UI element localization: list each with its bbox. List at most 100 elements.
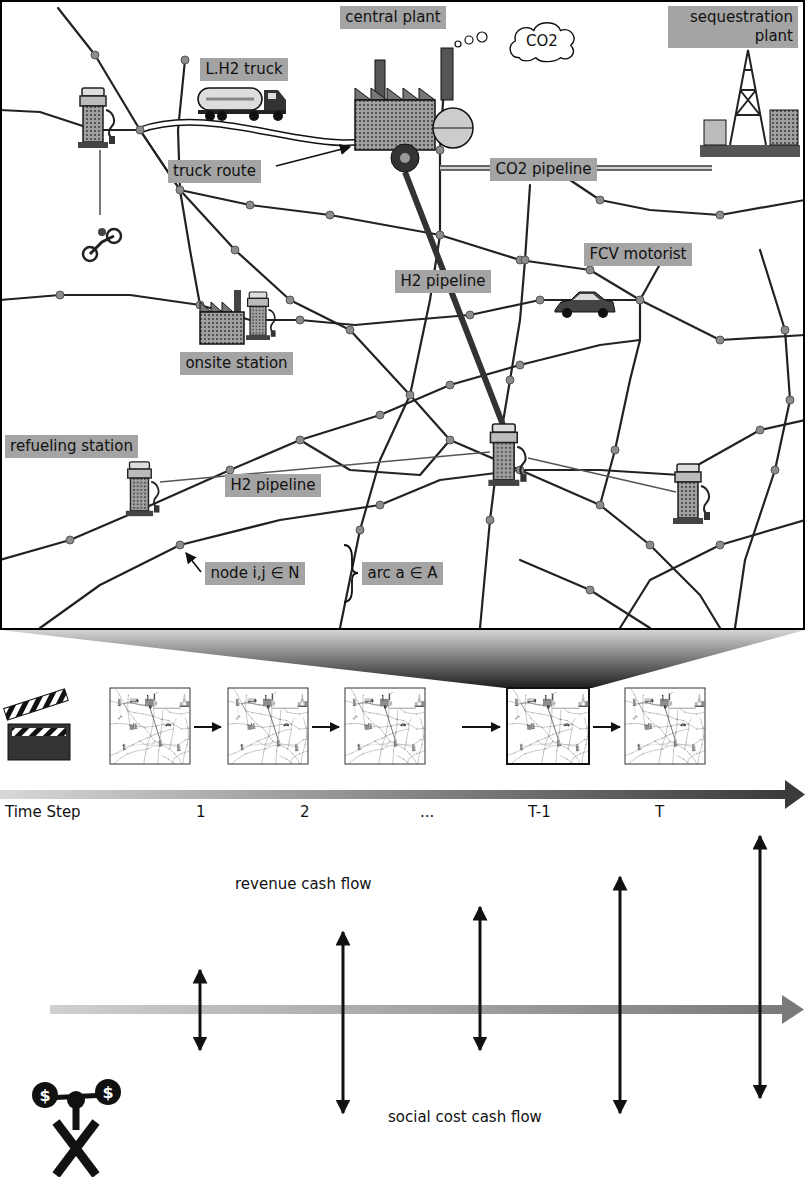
road-node-dot [756, 426, 764, 434]
road [58, 8, 720, 628]
central-plant-icon [355, 88, 435, 100]
h2-pipeline [99, 150, 101, 215]
refueling-pump-icon [488, 424, 526, 486]
sequestration-rig-icon [770, 110, 798, 145]
h2-main-pipeline [405, 172, 503, 425]
road-node-dot [91, 51, 99, 59]
step-number: 1 [196, 803, 206, 822]
road-node-dot [586, 586, 594, 594]
road-node-dot [66, 536, 74, 544]
road-node-dot [536, 296, 544, 304]
cash-axis [782, 995, 804, 1024]
label-text: refueling station [10, 437, 133, 456]
map-label: onsite station [180, 352, 293, 375]
map-label: H2 pipeline [395, 270, 491, 293]
lh2-truck-icon [264, 90, 286, 110]
h2-pipeline [100, 150, 676, 492]
cash-flow-arrow [619, 877, 622, 1113]
map-label: CO2 pipeline [490, 158, 597, 181]
truck-route-road [140, 122, 372, 143]
map-label: truck route [168, 160, 261, 183]
onsite-station-icon [234, 290, 241, 312]
refueling-pump-icon [673, 464, 710, 524]
road-node-dot [286, 296, 294, 304]
step-arrow [194, 726, 221, 728]
sequestration-rig-icon [700, 145, 800, 157]
investor-figure [32, 1079, 121, 1175]
road-node-dot [716, 211, 724, 219]
road-node-dot [226, 466, 234, 474]
investor-figure [32, 1082, 58, 1108]
road-node-dot [446, 381, 454, 389]
truck-route-road [140, 122, 372, 143]
road-node-dot [356, 526, 364, 534]
flow-label: social cost cash flow [388, 1108, 542, 1127]
cash-axis [50, 1005, 785, 1014]
road-node-dot [176, 186, 184, 194]
cash-flow-arrow [759, 836, 762, 1098]
road-node-dot [771, 466, 779, 474]
central-plant-icon [441, 48, 453, 100]
label-text: central plant [345, 8, 440, 27]
road-node-dot [436, 231, 444, 239]
fcv-car-icon [555, 292, 615, 318]
map-label: L.H2 truck [200, 58, 288, 81]
map-label: refueling station [5, 435, 138, 458]
smoke-puff [455, 41, 461, 47]
refueling-pump-icon [126, 462, 160, 516]
time-step-thumbnail [228, 688, 308, 764]
motorcycle-icon [90, 236, 114, 254]
refueling-pump-icon [246, 292, 276, 340]
onsite-station-icon [200, 302, 233, 312]
time-step-thumbnail [345, 688, 425, 764]
road-node-dot [181, 56, 189, 64]
smoke-puff [455, 32, 487, 47]
central-plant-icon [355, 100, 435, 150]
road [600, 255, 665, 505]
fcv-car-icon [573, 294, 600, 300]
clapperboard-icon [12, 728, 66, 736]
label-text: CO2 [526, 32, 558, 51]
road-node-dot [586, 266, 594, 274]
map-label: H2 pipeline [225, 474, 321, 497]
road-node-dot [781, 326, 789, 334]
lh2-truck-icon [273, 111, 283, 121]
step-number: 2 [300, 803, 310, 822]
onsite-station-icon [200, 312, 244, 344]
road [620, 520, 805, 628]
step-arrow [593, 726, 620, 728]
time-axis [0, 790, 788, 799]
label-text: truck route [173, 162, 256, 181]
cash-flow-arrow [199, 970, 202, 1050]
investor-figure [73, 1108, 80, 1130]
motorcycle-icon [98, 228, 106, 236]
investor-figure [95, 1079, 121, 1105]
central-plant-icon [355, 48, 473, 172]
axis-label: Time Step [5, 803, 81, 822]
road-node-dot [246, 201, 254, 209]
road [520, 560, 650, 628]
central-plant-icon [400, 153, 410, 163]
clapperboard-icon [4, 689, 70, 760]
label-text: node i,j ∈ N [210, 564, 299, 583]
dollar-sign: $ [39, 1086, 50, 1105]
label-text: CO2 pipeline [495, 160, 591, 179]
step-arrow [312, 726, 339, 728]
central-plant-icon [433, 128, 473, 129]
road-node-dot [596, 501, 604, 509]
road-node-dot [296, 316, 304, 324]
time-step-thumbnail [345, 689, 425, 764]
road [0, 340, 640, 560]
label-text: FCV motorist [589, 245, 686, 264]
road-node-dot [466, 311, 474, 319]
label-text: arc a ∈ A [367, 564, 437, 583]
map-frame [1, 1, 804, 629]
road-node-dot [376, 411, 384, 419]
cloud-outline [510, 23, 574, 62]
lh2-truck-icon [198, 88, 286, 121]
road-node-dot [376, 501, 384, 509]
map-illustration [0, 8, 805, 628]
road-node-dot [636, 296, 644, 304]
